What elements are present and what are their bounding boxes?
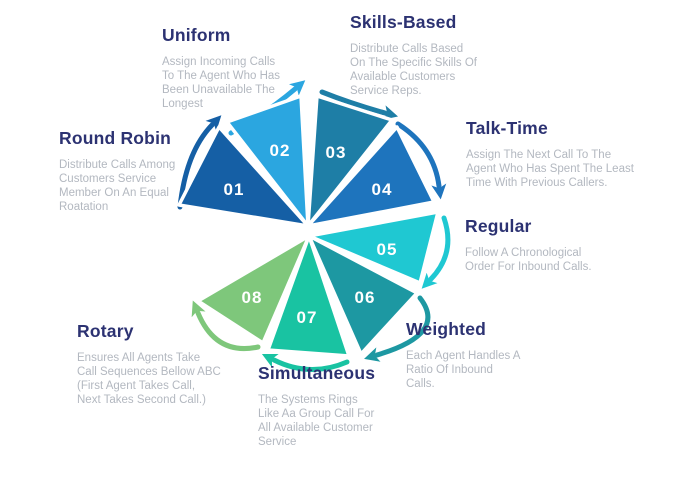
segment-title: Talk-Time: [466, 118, 548, 138]
segment-shape-03: [306, 94, 394, 228]
segment-number-07: 07: [297, 308, 318, 327]
segment-numbers: 01 02 03 04 05 06 07 08: [224, 141, 398, 327]
desc-line: The Systems Rings: [258, 394, 358, 406]
desc-line: Like Aa Group Call For: [258, 408, 375, 420]
segment-description: Ensures All Agents Take Call Sequences B…: [77, 351, 221, 407]
segment-title: Round Robin: [59, 128, 172, 148]
segment-number-02: 02: [270, 141, 291, 160]
desc-line: Member On An Equal: [59, 187, 169, 199]
desc-line: Service: [258, 436, 297, 448]
desc-line: Available Customers: [350, 71, 456, 83]
curved-arrow-07: [261, 353, 350, 373]
segment-label-skills-based: Skills-Based Distribute Calls Based On T…: [350, 12, 477, 98]
desc-line: Next Takes Second Call.): [77, 394, 206, 406]
segment-label-weighted: Weighted Each Agent Handles A Ratio Of I…: [406, 319, 520, 391]
desc-line: Agent Who Has Spent The Least: [466, 163, 634, 175]
segment-description: Distribute Calls Among Customers Service…: [59, 158, 175, 214]
desc-line: Customers Service: [59, 173, 157, 185]
segment-shape-05: [307, 210, 440, 285]
desc-line: Assign Incoming Calls: [162, 56, 276, 68]
segment-title: Skills-Based: [350, 12, 457, 32]
segment-shape-02: [225, 94, 310, 228]
curved-arrow-05: [421, 215, 451, 289]
desc-line: All Available Customer: [258, 422, 373, 434]
segment-number-01: 01: [224, 180, 245, 199]
desc-line: Ratio Of Inbound: [406, 364, 493, 376]
segment-shape-08: [196, 234, 311, 345]
segment-number-06: 06: [355, 288, 376, 307]
desc-line: To The Agent Who Has: [162, 70, 281, 82]
segment-description: Assign The Next Call To The Agent Who Ha…: [466, 148, 634, 190]
desc-line: Each Agent Handles A: [406, 350, 521, 362]
desc-line: Time With Previous Callers.: [466, 177, 608, 189]
segment-number-03: 03: [326, 143, 347, 162]
segment-description: Assign Incoming Calls To The Agent Who H…: [162, 55, 280, 111]
curved-arrow-04: [395, 121, 447, 200]
desc-line: Ensures All Agents Take: [77, 352, 201, 364]
desc-line: Calls.: [406, 378, 435, 390]
curved-arrow-08: [191, 300, 261, 352]
segment-title: Simultaneous: [258, 363, 376, 383]
segment-label-talk-time: Talk-Time Assign The Next Call To The Ag…: [466, 118, 634, 190]
curved-arrow-06: [364, 295, 431, 362]
segment-label-round-robin: Round Robin Distribute Calls Among Custo…: [59, 128, 175, 214]
segment-number-05: 05: [377, 240, 398, 259]
segment-shape-07: [266, 234, 351, 358]
segment-shape-04: [306, 125, 436, 228]
segment-title: Regular: [465, 216, 532, 236]
desc-line: Longest: [162, 98, 203, 110]
desc-line: Assign The Next Call To The: [466, 149, 612, 161]
desc-line: Service Reps.: [350, 85, 422, 97]
segment-number-08: 08: [242, 288, 263, 307]
segment-label-uniform: Uniform Assign Incoming Calls To The Age…: [162, 25, 280, 111]
petals: [177, 94, 440, 358]
desc-line: On The Specific Skills Of: [350, 57, 477, 69]
desc-line: Been Unavailable The: [162, 84, 275, 96]
desc-line: (First Agent Takes Call,: [77, 380, 196, 392]
segment-description: Each Agent Handles A Ratio Of Inbound Ca…: [406, 349, 520, 391]
segment-title: Uniform: [162, 25, 231, 45]
segment-title: Weighted: [406, 319, 487, 339]
segment-description: The Systems Rings Like Aa Group Call For…: [258, 393, 375, 449]
desc-line: Roatation: [59, 201, 109, 213]
segment-description: Follow A Chronological Order For Inbound…: [465, 246, 592, 274]
segment-shape-01: [177, 125, 310, 228]
desc-line: Distribute Calls Based: [350, 43, 464, 55]
segment-label-rotary: Rotary Ensures All Agents Take Call Sequ…: [77, 321, 221, 407]
segment-label-simultaneous: Simultaneous The Systems Rings Like Aa G…: [258, 363, 375, 449]
segment-description: Distribute Calls Based On The Specific S…: [350, 42, 477, 98]
segment-label-regular: Regular Follow A Chronological Order For…: [465, 216, 592, 274]
curved-arrow-01: [177, 115, 222, 210]
segment-shape-06: [307, 234, 419, 356]
curved-arrow-03: [319, 89, 399, 120]
segment-number-04: 04: [372, 180, 393, 199]
segment-title: Rotary: [77, 321, 134, 341]
desc-line: Distribute Calls Among: [59, 159, 176, 171]
desc-line: Call Sequences Bellow ABC: [77, 366, 221, 378]
desc-line: Follow A Chronological: [465, 247, 582, 259]
desc-line: Order For Inbound Calls.: [465, 261, 592, 273]
